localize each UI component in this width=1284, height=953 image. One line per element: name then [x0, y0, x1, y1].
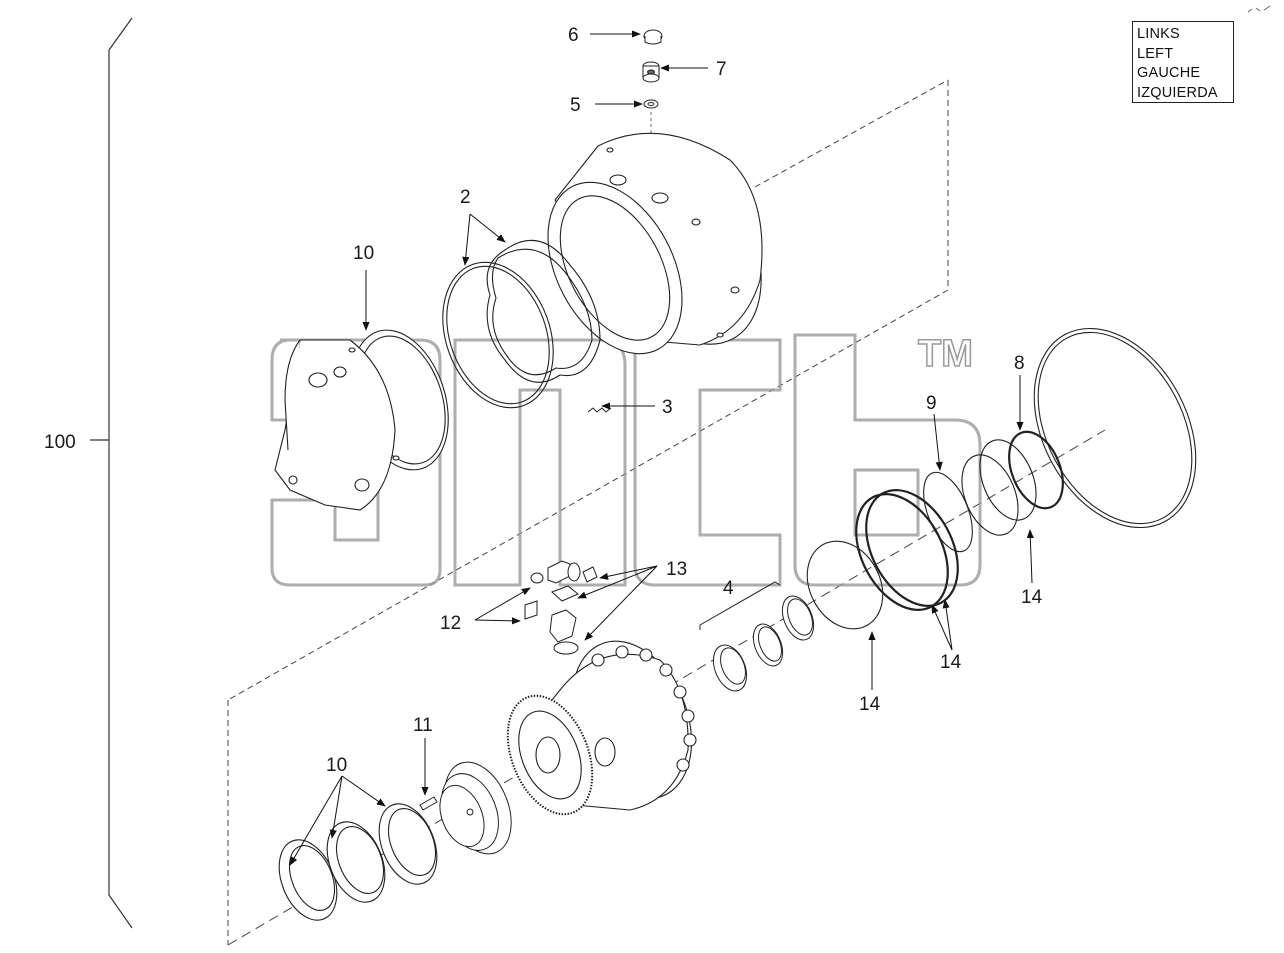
- callout-9: 9: [926, 393, 937, 414]
- callout-4: 4: [723, 578, 734, 599]
- part-spring: [587, 407, 612, 413]
- bearing-rings: [278, 803, 438, 921]
- group-bracket-4: [699, 581, 781, 630]
- drum-assembly: [506, 640, 697, 816]
- callout-8: 8: [1014, 353, 1025, 374]
- right-rings: [806, 327, 1197, 630]
- watermark-trademark: TM: [918, 333, 973, 375]
- part-cap: [643, 29, 663, 45]
- pin-and-spool: [419, 761, 512, 855]
- callout-10-bottom: 10: [326, 755, 347, 776]
- callout-6: 6: [568, 25, 579, 46]
- spacer-rings: [712, 595, 815, 692]
- callout-14-left: 14: [859, 694, 881, 715]
- callout-12: 12: [440, 613, 461, 634]
- part-washer: [643, 99, 659, 109]
- callout-5: 5: [570, 95, 581, 116]
- motor-housing: [547, 132, 763, 355]
- side-legend: LINKS LEFT GAUCHE IZQUIERDA: [1132, 21, 1234, 103]
- legend-links: LINKS: [1137, 26, 1180, 42]
- assembly-bracket: [90, 17, 133, 929]
- leader-lines: [289, 30, 1034, 866]
- callout-14-middle: 14: [940, 652, 962, 673]
- corner-mark: [1247, 5, 1271, 13]
- callout-14-right: 14: [1021, 587, 1043, 608]
- assembly-number: 100: [44, 432, 76, 453]
- callout-labels: 6 7 5 2 10 3 8 9 14 14 14 4 13 12 11 10 …: [44, 25, 1043, 776]
- legend-gauche: GAUCHE: [1137, 65, 1201, 81]
- callout-10-top: 10: [353, 243, 374, 264]
- legend-izquierda: IZQUIERDA: [1137, 84, 1218, 101]
- seal-rings: [442, 239, 601, 409]
- part-plug: [642, 61, 660, 83]
- callout-3: 3: [662, 397, 673, 418]
- callout-13: 13: [666, 559, 687, 580]
- legend-left: LEFT: [1137, 45, 1174, 62]
- callout-7: 7: [716, 59, 727, 80]
- valve-parts: [524, 560, 598, 655]
- callout-11: 11: [413, 715, 433, 736]
- callout-2: 2: [460, 187, 471, 208]
- flange-housing: [274, 329, 449, 511]
